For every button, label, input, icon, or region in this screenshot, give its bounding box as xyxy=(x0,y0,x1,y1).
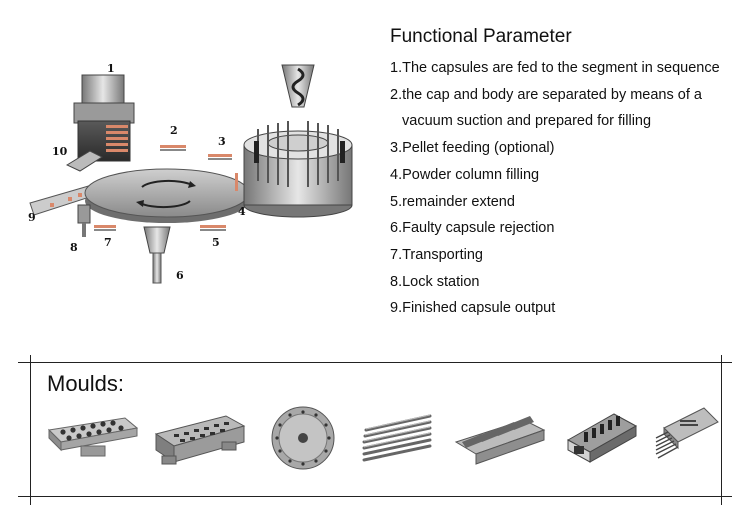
param-item-continued: vacuum suction and prepared for filling xyxy=(402,113,652,130)
diagram-label-9: 9 xyxy=(28,211,36,224)
capsule-machine-diagram: 1 2 3 4 5 6 7 8 9 10 xyxy=(28,62,353,284)
diagram-label-8: 8 xyxy=(70,241,78,254)
param-item: 9.Finished capsule output xyxy=(390,300,556,317)
diagram-label-3: 3 xyxy=(218,135,226,148)
param-item: 8.Lock station xyxy=(390,273,480,290)
diagram-label-2: 2 xyxy=(170,124,178,137)
param-item: 5.remainder extend xyxy=(390,193,515,210)
param-item: 7.Transporting xyxy=(390,246,483,263)
frame-bottom-line xyxy=(18,496,732,497)
mould-segment-icon xyxy=(454,416,546,465)
mould-pins-icon xyxy=(362,414,432,462)
params-list: 1.The capsules are fed to the segment in… xyxy=(390,55,745,322)
mould-plate-icon xyxy=(47,417,139,457)
mould-comb-icon xyxy=(655,407,719,459)
functional-parameter-section: Functional Parameter 1.The capsules are … xyxy=(390,26,745,322)
diagram-label-7: 7 xyxy=(104,236,112,249)
frame-right-line xyxy=(721,355,722,505)
diagram-label-6: 6 xyxy=(176,269,184,282)
frame-left-line xyxy=(30,355,31,505)
moulds-title: Moulds: xyxy=(47,371,125,396)
diagram-label-10: 10 xyxy=(52,145,68,158)
param-item: 4.Powder column filling xyxy=(390,166,540,183)
params-title: Functional Parameter xyxy=(390,26,572,47)
mould-disc-icon xyxy=(271,406,335,470)
param-item: 6.Faulty capsule rejection xyxy=(390,220,555,237)
diagram-label-4: 4 xyxy=(238,205,246,218)
mould-block-icon xyxy=(154,415,246,465)
param-item: 3.Pellet feeding (optional) xyxy=(390,140,555,157)
param-item: 1.The capsules are fed to the segment in… xyxy=(390,60,720,76)
frame-top-line xyxy=(18,362,732,363)
mould-bracket-icon xyxy=(566,413,638,463)
diagram-label-1: 1 xyxy=(107,62,115,75)
param-item: 2.the cap and body are separated by mean… xyxy=(390,86,702,103)
diagram-label-5: 5 xyxy=(212,236,220,249)
